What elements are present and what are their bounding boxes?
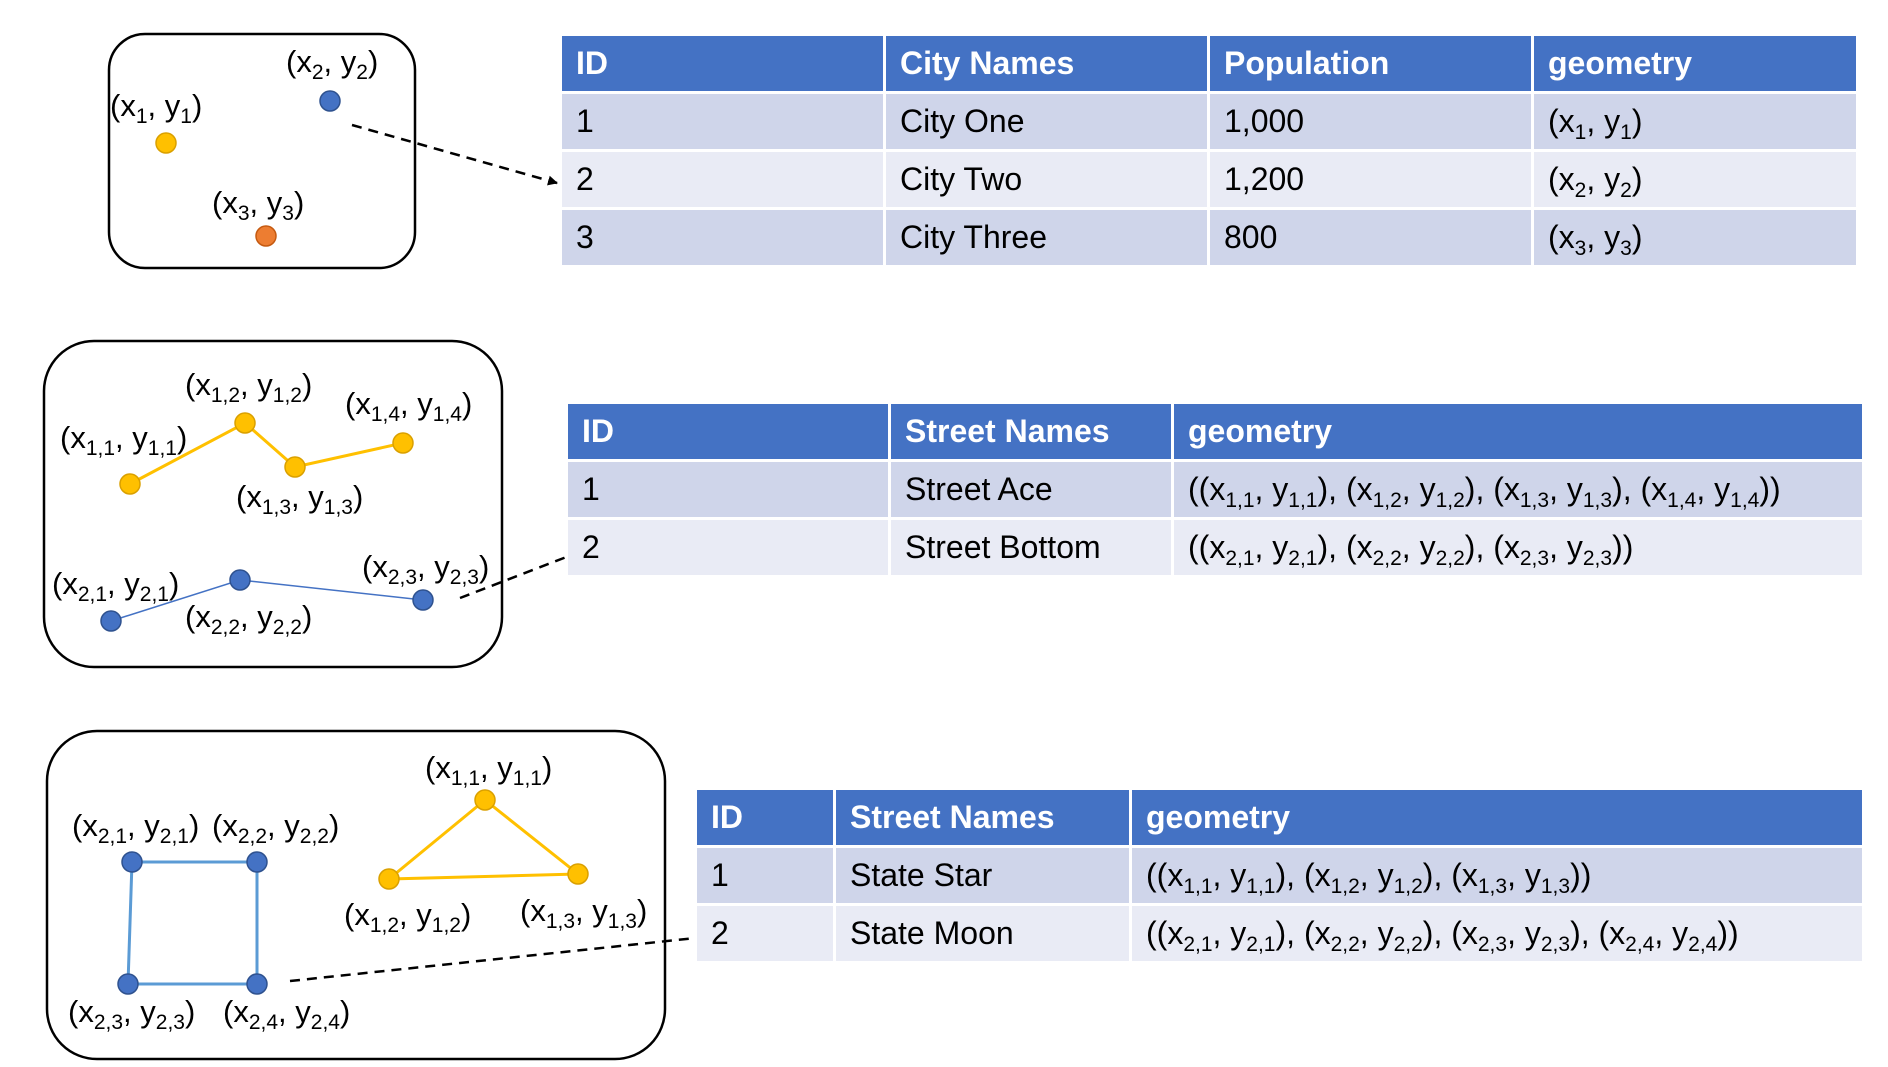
polygons-panel-frame [45,729,667,1061]
street-bottom-vertex-3 [412,589,434,611]
line-vertex-label-1-1: (x1,1, y1,1) [60,420,187,460]
polygons-arrow [289,932,706,983]
line-vertex-label-2-2: (x2,2, y2,2) [185,599,312,639]
points-header-id: ID [559,33,886,94]
lines-cell-geometry: ((x1,1, y1,1), (x1,2, y1,2), (x1,3, y1,3… [1171,459,1865,520]
polygon-vertex-label-1-1: (x1,1, y1,1) [425,750,552,790]
polygon-vertex-label-2-1: (x2,1, y2,1) [72,808,199,848]
line-vertex-label-2-1: (x2,1, y2,1) [52,566,179,606]
points-cell-population: 1,000 [1207,91,1534,152]
points-cell-geometry: (x2, y2) [1531,149,1859,210]
lines-cell-geometry: ((x2,1, y2,1), (x2,2, y2,2), (x2,3, y2,3… [1171,517,1865,578]
polygons-cell-geometry: ((x1,1, y1,1), (x1,2, y1,2), (x1,3, y1,3… [1129,845,1865,906]
points-cell-geometry: (x3, y3) [1531,207,1859,268]
points-panel: (x1, y1) (x2, y2) (x3, y3) [107,32,417,270]
polygon-vertex-label-2-3: (x2,3, y2,3) [68,994,195,1034]
points-cell-population: 1,200 [1207,149,1534,210]
points-cell-geometry: (x1, y1) [1531,91,1859,152]
state-moon-vertex-1 [121,851,143,873]
points-cell-id: 2 [559,149,886,210]
line-vertex-label-1-4: (x1,4, y1,4) [345,386,472,426]
polygons-cell-name: State Star [833,845,1132,906]
polygons-header-id: ID [694,787,836,848]
point-1-marker [155,132,177,154]
lines-cell-name: Street Ace [888,459,1174,520]
street-ace-vertex-3 [284,456,306,478]
polygons-header-name: Street Names [833,787,1132,848]
polygon-vertex-label-2-2: (x2,2, y2,2) [212,808,339,848]
lines-arrow [459,549,583,600]
lines-header-id: ID [565,401,891,462]
state-moon-vertex-4 [246,973,268,995]
points-cell-id: 3 [559,207,886,268]
state-star-vertex-3 [567,863,589,885]
polygons-cell-id: 1 [694,845,836,906]
lines-panel-frame [42,339,504,669]
lines-header-geometry: geometry [1171,401,1865,462]
polygons-header-geometry: geometry [1129,787,1865,848]
state-moon-vertex-3 [117,973,139,995]
polygon-vertex-label-1-2: (x1,2, y1,2) [344,897,471,937]
lines-panel: (x1,1, y1,1) (x1,2, y1,2) (x1,3, y1,3) (x1,… [42,339,504,669]
state-moon-vertex-2 [246,851,268,873]
points-cell-name: City One [883,91,1210,152]
line-vertex-label-2-3: (x2,3, y2,3) [362,549,489,589]
state-star-vertex-1 [474,789,496,811]
lines-cell-id: 1 [565,459,891,520]
lines-header-name: Street Names [888,401,1174,462]
polygons-cell-id: 2 [694,903,836,964]
points-cell-name: City Three [883,207,1210,268]
state-star-vertex-2 [378,868,400,890]
street-ace-vertex-4 [392,432,414,454]
street-ace-line [129,421,404,486]
points-cell-name: City Two [883,149,1210,210]
points-panel-frame [107,32,417,270]
point-3-label: (x3, y3) [212,185,304,225]
polygons-cell-geometry: ((x2,1, y2,1), (x2,2, y2,2), (x2,3, y2,3… [1129,903,1865,964]
polygons-cell-name: State Moon [833,903,1132,964]
polygon-vertex-label-1-3: (x1,3, y1,3) [520,893,647,933]
points-cell-population: 800 [1207,207,1534,268]
street-bottom-vertex-1 [100,610,122,632]
polygons-panel: (x1,1, y1,1) (x1,2, y1,2) (x1,3, y1,3) (x2,… [45,729,667,1061]
point-1-label: (x1, y1) [110,88,202,128]
point-2-label: (x2, y2) [286,44,378,84]
state-star-polygon [384,798,583,881]
points-header-population: Population [1207,33,1534,94]
points-cell-id: 1 [559,91,886,152]
lines-cell-id: 2 [565,517,891,578]
street-bottom-vertex-2 [229,569,251,591]
points-header-geometry: geometry [1531,33,1859,94]
points-arrow [351,123,558,186]
line-vertex-label-1-2: (x1,2, y1,2) [185,367,312,407]
street-ace-vertex-2 [234,412,256,434]
lines-cell-name: Street Bottom [888,517,1174,578]
point-3-marker [255,225,277,247]
points-header-name: City Names [883,33,1210,94]
point-2-marker [319,90,341,112]
street-ace-vertex-1 [119,473,141,495]
polygon-vertex-label-2-4: (x2,4, y2,4) [223,994,350,1034]
line-vertex-label-1-3: (x1,3, y1,3) [236,479,363,519]
